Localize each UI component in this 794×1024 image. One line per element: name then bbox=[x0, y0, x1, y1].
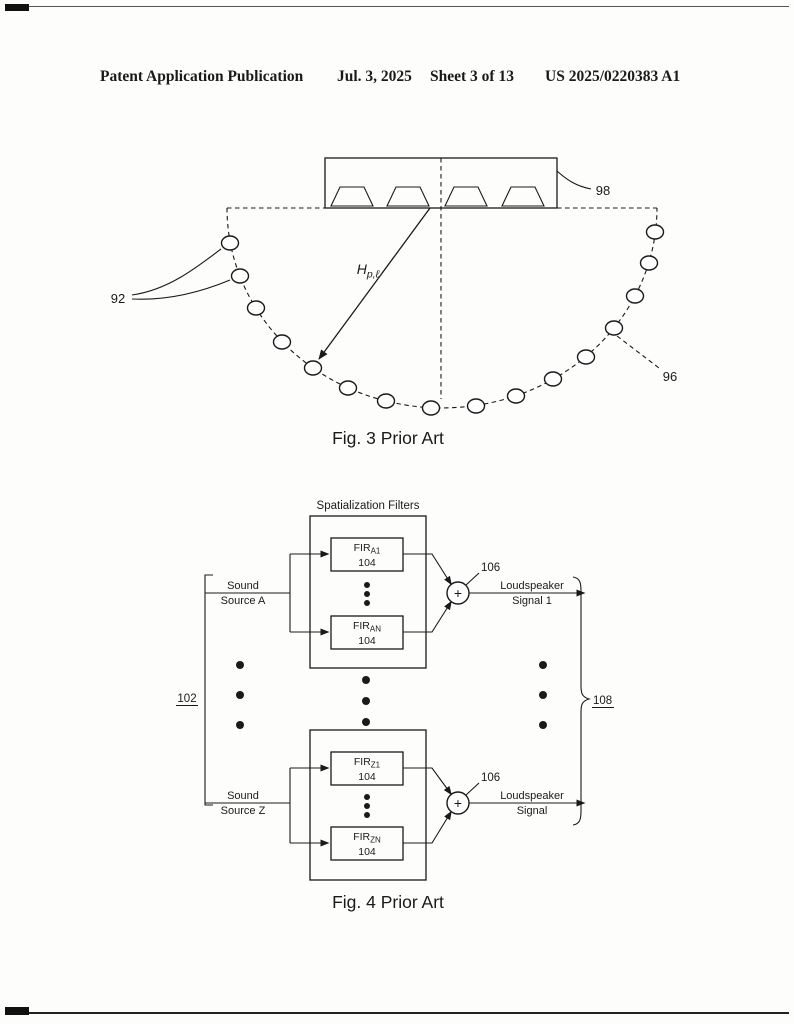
between-group-ellipses bbox=[236, 661, 547, 729]
page-edge-line-top bbox=[5, 6, 789, 7]
speaker-driver-icon bbox=[330, 186, 374, 207]
listener-circle bbox=[421, 400, 441, 416]
listener-circle bbox=[230, 268, 250, 284]
sound-source-z-label-line2: Source Z bbox=[221, 805, 266, 817]
loudspeaker-signal-label-line2: Signal bbox=[517, 805, 548, 817]
ellipsis-dot bbox=[364, 812, 370, 818]
listener-circle bbox=[220, 235, 240, 251]
ellipsis-dot bbox=[539, 721, 547, 729]
ref-106-leader-z bbox=[465, 782, 480, 796]
ellipsis-dot bbox=[236, 721, 244, 729]
listener-circle bbox=[466, 398, 486, 414]
listener-circle bbox=[376, 393, 396, 409]
fig4-diagram: Spatialization Filters FIRA1 104 FIRAN 1… bbox=[176, 500, 614, 881]
ellipsis-dot bbox=[364, 582, 370, 588]
ref-96-leader bbox=[616, 335, 660, 369]
speaker-driver-icon bbox=[501, 186, 545, 207]
fir-zn-label: FIRZN bbox=[353, 831, 381, 845]
listener-circle bbox=[576, 349, 596, 365]
ref-108-brace bbox=[572, 576, 591, 826]
listener-circle bbox=[625, 288, 645, 304]
ref-98-leader bbox=[556, 170, 592, 190]
header-publication-label: Patent Application Publication bbox=[100, 68, 304, 85]
listener-circle bbox=[246, 300, 266, 316]
ellipsis-dot bbox=[364, 591, 370, 597]
header-date-label: Jul. 3, 2025 bbox=[337, 68, 412, 85]
ref-106-leader-a bbox=[465, 572, 480, 586]
ellipsis-dot bbox=[236, 661, 244, 669]
loudspeaker-signal-1-label-line1: Loudspeaker bbox=[500, 580, 564, 592]
listener-circles bbox=[220, 224, 665, 416]
transfer-function-label: Hp,ℓ bbox=[357, 261, 380, 281]
listener-circle bbox=[338, 380, 358, 396]
fig3-diagram: Hp,ℓ 92 98 96 bbox=[111, 157, 677, 416]
filter-group-a: FIRA1 104 FIRAN 104 Sound Source A + 106… bbox=[205, 515, 586, 669]
scan-mark-top-left bbox=[5, 4, 29, 11]
ref-106-label-a: 106 bbox=[481, 562, 500, 574]
ref-106-label-z: 106 bbox=[481, 772, 500, 784]
fir-an-output-line bbox=[403, 600, 452, 633]
listener-circle bbox=[543, 371, 563, 387]
fig3-caption: Fig. 3 Prior Art bbox=[332, 428, 444, 448]
listener-circle bbox=[506, 388, 526, 404]
header-patent-number-label: US 2025/0220383 A1 bbox=[545, 68, 681, 85]
fir-z1-label: FIRZ1 bbox=[354, 756, 381, 770]
scan-mark-bottom-left bbox=[5, 1007, 29, 1015]
listener-circle bbox=[303, 360, 323, 376]
fir-an-label: FIRAN bbox=[353, 620, 381, 634]
listener-circle bbox=[604, 320, 624, 336]
fir-z1-ref-104: 104 bbox=[358, 771, 376, 783]
speaker-driver-icon bbox=[444, 186, 488, 207]
listener-circle bbox=[272, 334, 292, 350]
transfer-function-arrow bbox=[318, 207, 431, 360]
listener-arc-dashline bbox=[226, 207, 658, 409]
plus-sign: + bbox=[454, 795, 462, 811]
fir-zn-ref-104: 104 bbox=[358, 846, 376, 858]
loudspeaker-signal-label-line1: Loudspeaker bbox=[500, 790, 564, 802]
header-sheet-label: Sheet 3 of 13 bbox=[430, 68, 514, 85]
fir-a1-output-line bbox=[403, 553, 452, 586]
ellipsis-dot bbox=[236, 691, 244, 699]
ellipsis-dot bbox=[362, 676, 370, 684]
listener-circle bbox=[639, 255, 659, 271]
ref-108-label: 108 bbox=[593, 695, 612, 707]
spatialization-filters-title: Spatialization Filters bbox=[317, 500, 420, 512]
ellipsis-dot bbox=[364, 803, 370, 809]
ellipsis-dot bbox=[362, 697, 370, 705]
sound-source-a-label-line2: Source A bbox=[221, 595, 266, 607]
fir-z1-output-line bbox=[403, 767, 452, 796]
ellipsis-dot bbox=[539, 661, 547, 669]
page-edge-line-bottom bbox=[5, 1012, 789, 1014]
ref-98-label: 98 bbox=[596, 183, 610, 198]
ellipsis-dot bbox=[364, 794, 370, 800]
listener-circle bbox=[645, 224, 665, 240]
fir-an-ref-104: 104 bbox=[358, 635, 376, 647]
speaker-driver-icon bbox=[386, 186, 430, 207]
fir-zn-output-line bbox=[403, 810, 452, 844]
ref-102-bracket bbox=[204, 574, 213, 806]
ref-92-leader-upper bbox=[131, 248, 222, 296]
filter-bank-box-a bbox=[309, 515, 427, 669]
fig4-caption: Fig. 4 Prior Art bbox=[332, 892, 444, 912]
ellipsis-dot bbox=[362, 718, 370, 726]
loudspeaker-signal-1-label-line2: Signal 1 bbox=[512, 595, 552, 607]
ellipsis-dot bbox=[364, 600, 370, 606]
ref-102-label: 102 bbox=[177, 693, 196, 705]
plus-sign: + bbox=[454, 585, 462, 601]
ellipsis-dot bbox=[539, 691, 547, 699]
ref-92-leader-lower bbox=[131, 279, 231, 300]
filter-bank-box-z bbox=[309, 729, 427, 881]
ref-96-label: 96 bbox=[663, 369, 677, 384]
fir-a1-ref-104: 104 bbox=[358, 557, 376, 569]
fir-a1-label: FIRA1 bbox=[354, 542, 381, 556]
ref-92-label: 92 bbox=[111, 291, 125, 306]
filter-group-z: FIRZ1 104 FIRZN 104 Sound Source Z + 106… bbox=[205, 729, 586, 881]
page-header: Patent Application Publication Jul. 3, 2… bbox=[0, 68, 794, 88]
sound-source-a-label-line1: Sound bbox=[227, 580, 259, 592]
sound-source-z-label-line1: Sound bbox=[227, 790, 259, 802]
